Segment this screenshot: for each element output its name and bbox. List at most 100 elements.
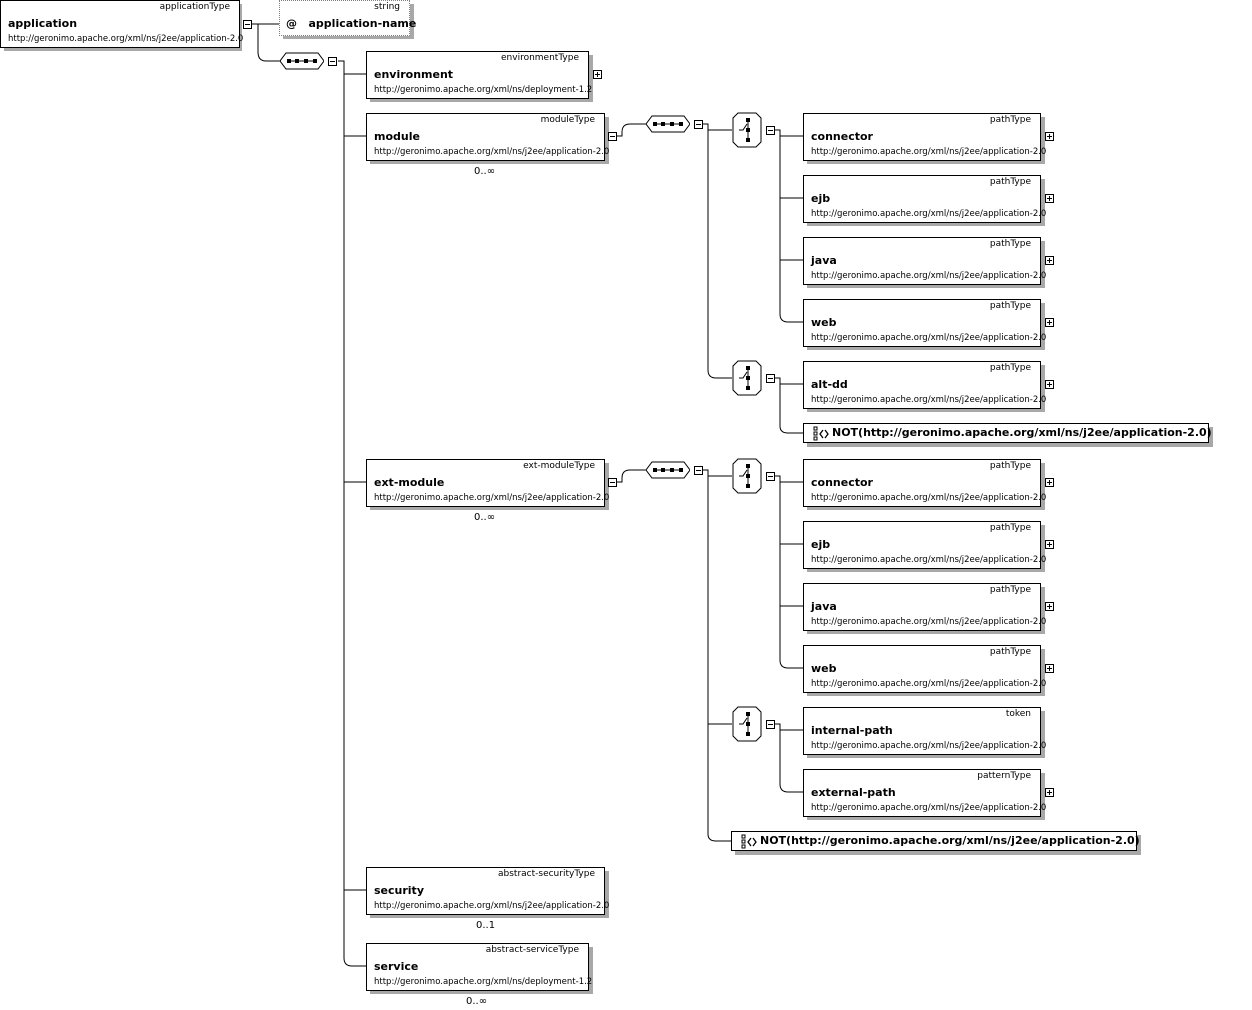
- sequence-icon: [646, 461, 690, 479]
- any-wildcard[interactable]: NOT(http://geronimo.apache.org/xml/ns/j2…: [731, 831, 1140, 851]
- element-name: external-path: [811, 786, 896, 799]
- element-name: environment: [374, 68, 454, 81]
- element-name: ext-module: [374, 476, 445, 489]
- namespace-label: http://geronimo.apache.org/xml/ns/j2ee/a…: [374, 147, 610, 157]
- expand-toggle-icon[interactable]: [1045, 664, 1054, 673]
- any-namespace-text: NOT(http://geronimo.apache.org/xml/ns/j2…: [832, 426, 1212, 439]
- type-label: pathType: [989, 647, 1031, 657]
- expand-toggle-icon[interactable]: [593, 70, 602, 79]
- expand-toggle-icon[interactable]: [1045, 540, 1054, 549]
- sequence-icon: [280, 52, 324, 70]
- type-label: abstract-serviceType: [485, 945, 579, 955]
- element-ext-module[interactable]: ext-moduleType ext-module http://geronim…: [366, 459, 609, 507]
- element-name: service: [374, 960, 419, 973]
- element-web[interactable]: pathType web http://geronimo.apache.org/…: [803, 299, 1046, 347]
- type-label: pathType: [989, 461, 1031, 471]
- namespace-label: http://geronimo.apache.org/xml/ns/j2ee/a…: [8, 34, 244, 44]
- element-service[interactable]: abstract-serviceType service http://gero…: [366, 943, 593, 991]
- namespace-label: http://geronimo.apache.org/xml/ns/j2ee/a…: [811, 147, 1047, 157]
- type-label: moduleType: [540, 115, 595, 125]
- any-namespace-text: NOT(http://geronimo.apache.org/xml/ns/j2…: [760, 834, 1140, 847]
- element-java[interactable]: pathType java http://geronimo.apache.org…: [803, 237, 1046, 285]
- element-name: web: [811, 316, 837, 329]
- expand-toggle-icon[interactable]: [1045, 256, 1054, 265]
- element-ejb[interactable]: pathType ejb http://geronimo.apache.org/…: [803, 175, 1046, 223]
- namespace-label: http://geronimo.apache.org/xml/ns/j2ee/a…: [811, 493, 1047, 503]
- attribute-application-name[interactable]: string @ application-name: [279, 0, 416, 36]
- namespace-label: http://geronimo.apache.org/xml/ns/j2ee/a…: [811, 271, 1047, 281]
- root-element-application[interactable]: applicationType application http://geron…: [0, 0, 244, 48]
- namespace-label: http://geronimo.apache.org/xml/ns/j2ee/a…: [374, 493, 610, 503]
- type-label: string: [374, 2, 400, 12]
- type-label: pathType: [989, 115, 1031, 125]
- collapse-toggle-icon[interactable]: [608, 132, 617, 141]
- type-label: applicationType: [159, 2, 230, 12]
- collapse-toggle-icon[interactable]: [766, 472, 775, 481]
- choice-icon: [732, 112, 762, 148]
- collapse-toggle-icon[interactable]: [608, 478, 617, 487]
- type-label: pathType: [989, 523, 1031, 533]
- element-name: ejb: [811, 192, 831, 205]
- type-label: patternType: [977, 771, 1031, 781]
- expand-toggle-icon[interactable]: [1045, 318, 1054, 327]
- element-internal-path[interactable]: token internal-path http://geronimo.apac…: [803, 707, 1046, 755]
- element-external-path[interactable]: patternType external-path http://geronim…: [803, 769, 1046, 817]
- expand-toggle-icon[interactable]: [1045, 478, 1054, 487]
- type-label: environmentType: [501, 53, 579, 63]
- occurrence-label: 0..1: [476, 920, 496, 931]
- collapse-toggle-icon[interactable]: [766, 126, 775, 135]
- element-name: java: [811, 254, 837, 267]
- collapse-toggle-icon[interactable]: [243, 20, 252, 29]
- namespace-label: http://geronimo.apache.org/xml/ns/deploy…: [374, 85, 593, 95]
- element-connector[interactable]: pathType connector http://geronimo.apach…: [803, 113, 1046, 161]
- element-name: ejb: [811, 538, 831, 551]
- attribute-name-text: application-name: [308, 17, 417, 30]
- choice-icon: [732, 706, 762, 742]
- expand-toggle-icon[interactable]: [1045, 132, 1054, 141]
- collapse-toggle-icon[interactable]: [766, 374, 775, 383]
- namespace-label: http://geronimo.apache.org/xml/ns/j2ee/a…: [811, 555, 1047, 565]
- occurrence-label: 0..∞: [474, 512, 496, 523]
- expand-toggle-icon[interactable]: [1045, 788, 1054, 797]
- namespace-label: http://geronimo.apache.org/xml/ns/j2ee/a…: [811, 333, 1047, 343]
- any-icon: [813, 426, 829, 441]
- collapse-toggle-icon[interactable]: [328, 57, 337, 66]
- element-environment[interactable]: environmentType environment http://geron…: [366, 51, 593, 99]
- element-ejb[interactable]: pathType ejb http://geronimo.apache.org/…: [803, 521, 1046, 569]
- type-label: pathType: [989, 177, 1031, 187]
- type-label: pathType: [989, 585, 1031, 595]
- element-module[interactable]: moduleType module http://geronimo.apache…: [366, 113, 609, 161]
- type-label: token: [1005, 709, 1031, 719]
- expand-toggle-icon[interactable]: [1045, 380, 1054, 389]
- element-name: alt-dd: [811, 378, 848, 391]
- element-connector[interactable]: pathType connector http://geronimo.apach…: [803, 459, 1046, 507]
- any-icon: [741, 834, 757, 849]
- sequence-icon: [646, 115, 690, 133]
- element-name: java: [811, 600, 837, 613]
- namespace-label: http://geronimo.apache.org/xml/ns/j2ee/a…: [811, 617, 1047, 627]
- namespace-label: http://geronimo.apache.org/xml/ns/j2ee/a…: [811, 679, 1047, 689]
- any-wildcard[interactable]: NOT(http://geronimo.apache.org/xml/ns/j2…: [803, 423, 1212, 443]
- element-name: web: [811, 662, 837, 675]
- namespace-label: http://geronimo.apache.org/xml/ns/deploy…: [374, 977, 593, 987]
- element-name: module: [374, 130, 420, 143]
- choice-icon: [732, 458, 762, 494]
- element-web[interactable]: pathType web http://geronimo.apache.org/…: [803, 645, 1046, 693]
- collapse-toggle-icon[interactable]: [766, 720, 775, 729]
- attribute-symbol: @: [286, 17, 297, 30]
- element-name: security: [374, 884, 424, 897]
- expand-toggle-icon[interactable]: [1045, 194, 1054, 203]
- element-security[interactable]: abstract-securityType security http://ge…: [366, 867, 609, 915]
- collapse-toggle-icon[interactable]: [694, 466, 703, 475]
- collapse-toggle-icon[interactable]: [694, 120, 703, 129]
- element-name: connector: [811, 476, 873, 489]
- element-alt-dd[interactable]: pathType alt-dd http://geronimo.apache.o…: [803, 361, 1046, 409]
- element-java[interactable]: pathType java http://geronimo.apache.org…: [803, 583, 1046, 631]
- choice-icon: [732, 360, 762, 396]
- namespace-label: http://geronimo.apache.org/xml/ns/j2ee/a…: [811, 803, 1047, 813]
- attribute-name: @ application-name: [286, 17, 416, 31]
- occurrence-label: 0..∞: [466, 996, 488, 1007]
- expand-toggle-icon[interactable]: [1045, 602, 1054, 611]
